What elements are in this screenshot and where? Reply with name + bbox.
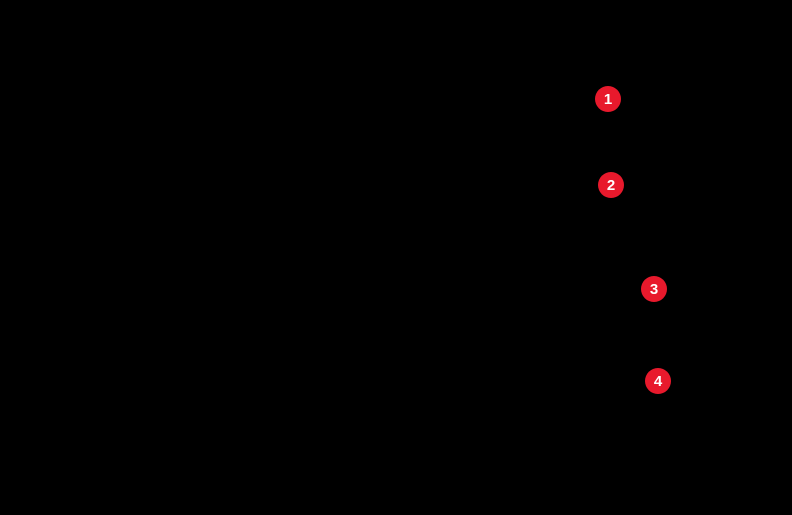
annotation-marker-4: 4 bbox=[645, 368, 671, 394]
annotation-marker-2: 2 bbox=[598, 172, 624, 198]
annotation-marker-1: 1 bbox=[595, 86, 621, 112]
annotation-marker-3: 3 bbox=[641, 276, 667, 302]
